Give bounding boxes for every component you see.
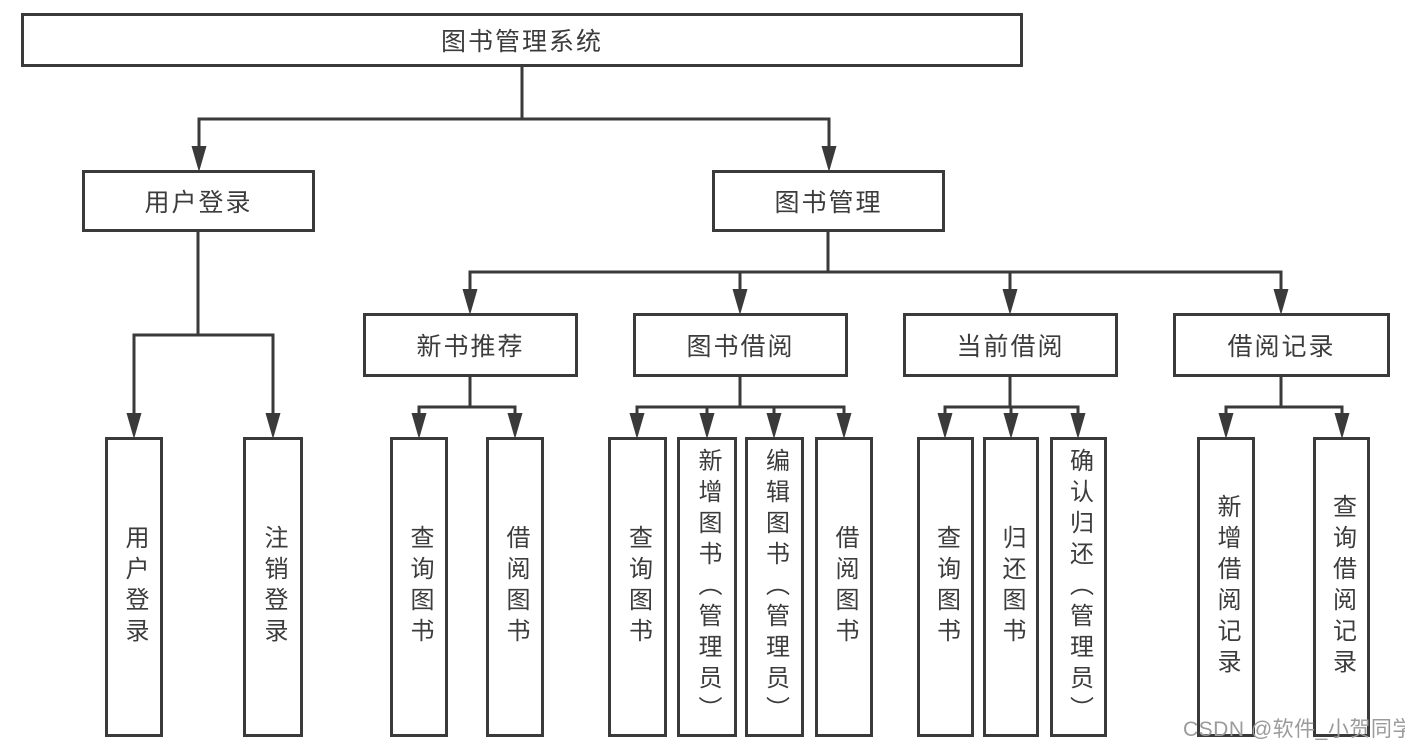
node-label: 新增图书（管理员）: [694, 447, 721, 727]
node-label: 新增借阅记录: [1213, 494, 1240, 680]
node-label: 借阅图书: [502, 525, 529, 649]
node-user-login: 用户登录: [82, 170, 315, 232]
node-label: 图书管理: [774, 189, 883, 217]
node-logout: 注销登录: [243, 437, 303, 737]
node-book-management: 图书管理: [712, 170, 945, 232]
node-search-borrow-record: 查询借阅记录: [1313, 437, 1370, 737]
node-label: 查询图书: [406, 525, 433, 649]
node-label: 查询图书: [624, 525, 652, 649]
node-confirm-return-admin: 确认归还（管理员）: [1050, 437, 1107, 737]
node-label: 确认归还（管理员）: [1065, 447, 1093, 727]
node-edit-book-admin: 编辑图书（管理员）: [745, 437, 804, 737]
node-label: 借阅图书: [831, 525, 858, 649]
node-label: 查询图书: [932, 525, 960, 649]
node-label: 注销登录: [260, 525, 287, 649]
node-borrow-search-book: 查询图书: [608, 437, 667, 737]
node-borrowing-records: 借阅记录: [1173, 313, 1390, 377]
node-current-search-book: 查询图书: [917, 437, 974, 737]
node-borrow-book: 借阅图书: [815, 437, 873, 737]
node-label: 图书借阅: [686, 333, 795, 361]
node-label: 图书管理系统: [440, 28, 603, 56]
csdn-watermark: CSDN @软件_小贺同学: [1183, 718, 1405, 741]
node-user-login-action: 用户登录: [105, 437, 163, 737]
node-label: 当前借阅: [956, 333, 1065, 361]
node-library-management-system: 图书管理系统: [21, 13, 1023, 67]
node-add-borrow-record: 新增借阅记录: [1197, 437, 1255, 737]
node-label: 查询借阅记录: [1328, 494, 1356, 680]
node-new-book-recommendation: 新书推荐: [363, 313, 578, 377]
node-label: 新书推荐: [416, 333, 525, 361]
node-book-borrowing: 图书借阅: [633, 313, 848, 377]
node-label: 借阅记录: [1227, 333, 1336, 361]
node-current-borrowing: 当前借阅: [903, 313, 1118, 377]
node-recommend-borrow-book: 借阅图书: [486, 437, 544, 737]
node-label: 编辑图书（管理员）: [761, 447, 789, 727]
node-label: 归还图书: [998, 525, 1025, 649]
node-add-book-admin: 新增图书（管理员）: [677, 437, 737, 737]
node-recommend-search-book: 查询图书: [390, 437, 448, 737]
node-label: 用户登录: [144, 189, 253, 217]
node-return-book: 归还图书: [983, 437, 1039, 737]
node-label: 用户登录: [121, 525, 148, 649]
